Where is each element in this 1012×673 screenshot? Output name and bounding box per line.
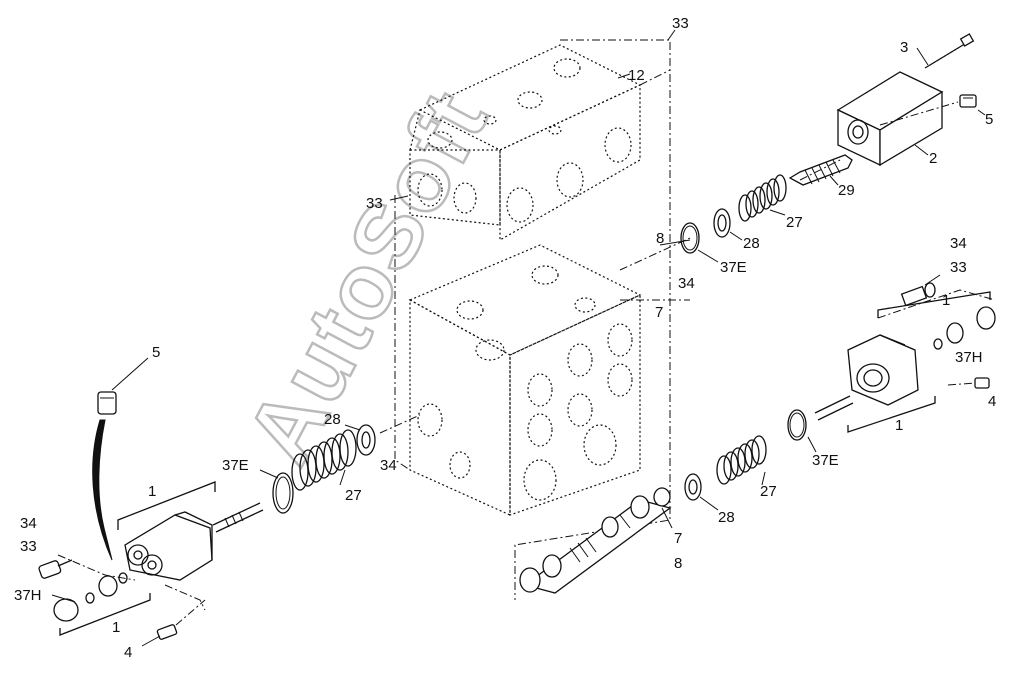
plug-right xyxy=(959,94,977,108)
fitting-left xyxy=(38,559,73,579)
callout-labels: 33 12 33 3 5 2 29 27 28 8 37E 34 7 34 33… xyxy=(14,15,996,661)
callout-37h: 37H xyxy=(955,349,983,366)
callout-37e: 37E xyxy=(222,457,249,474)
callout-8: 8 xyxy=(656,230,664,247)
washer-28-bottom xyxy=(684,473,702,501)
callout-1: 1 xyxy=(942,292,950,309)
spring-27-right xyxy=(716,435,767,485)
stem-right xyxy=(814,395,854,421)
callout-4: 4 xyxy=(988,393,996,410)
callout-28: 28 xyxy=(743,235,760,252)
screw-left xyxy=(156,599,206,640)
bracket-left-bot xyxy=(59,593,151,636)
cover-right xyxy=(847,334,919,406)
callout-33: 33 xyxy=(950,259,967,276)
callout-37h: 37H xyxy=(14,587,42,604)
callout-8: 8 xyxy=(674,555,682,572)
spool-7 xyxy=(519,487,672,594)
callout-5: 5 xyxy=(152,344,160,361)
adjuster-left xyxy=(53,572,128,622)
spring-27-left xyxy=(291,429,357,491)
assembly-boundary-lines xyxy=(394,39,690,600)
adjuster-right xyxy=(933,306,996,350)
bracket-left-top xyxy=(117,481,216,530)
screw-right xyxy=(947,377,990,389)
callout-33: 33 xyxy=(366,195,383,212)
washer-28-left xyxy=(356,424,376,456)
callout-27: 27 xyxy=(786,214,803,231)
callout-27: 27 xyxy=(345,487,362,504)
callout-12: 12 xyxy=(628,67,645,84)
cover-left xyxy=(124,511,213,581)
callout-27: 27 xyxy=(760,483,777,500)
spring-27-top xyxy=(738,174,787,222)
callout-28: 28 xyxy=(718,509,735,526)
oring-37e-right xyxy=(787,409,807,441)
callout-1: 1 xyxy=(112,619,120,636)
callout-1: 1 xyxy=(148,483,156,500)
callout-28: 28 xyxy=(324,411,341,428)
poppet-29 xyxy=(788,154,853,186)
callout-7: 7 xyxy=(655,304,663,321)
callout-33: 33 xyxy=(20,538,37,555)
leader-lines xyxy=(51,29,986,647)
callout-3: 3 xyxy=(900,39,908,56)
stem-left xyxy=(212,502,264,533)
callout-2: 2 xyxy=(929,150,937,167)
callout-34: 34 xyxy=(678,275,695,292)
callout-29: 29 xyxy=(838,182,855,199)
callout-37e: 37E xyxy=(720,259,747,276)
oring-37e-top xyxy=(680,222,700,254)
end-cover-block xyxy=(836,71,944,167)
callout-33: 33 xyxy=(672,15,689,32)
bracket-right-top xyxy=(877,291,991,318)
main-valve-body xyxy=(408,244,642,516)
callout-37e: 37E xyxy=(812,452,839,469)
washer-28-top xyxy=(713,208,731,238)
bracket-right-bot xyxy=(847,396,936,433)
oring-37e-left xyxy=(272,472,294,514)
callout-4: 4 xyxy=(124,644,132,661)
callout-34: 34 xyxy=(20,515,37,532)
callout-34: 34 xyxy=(380,457,397,474)
leader-arrow xyxy=(92,419,113,561)
callout-1: 1 xyxy=(895,417,903,434)
callout-5: 5 xyxy=(985,111,993,128)
callout-34: 34 xyxy=(950,235,967,252)
long-bolt xyxy=(924,33,975,69)
callout-7: 7 xyxy=(674,530,682,547)
fitting-right xyxy=(900,282,936,307)
plug-5-left xyxy=(97,391,117,415)
